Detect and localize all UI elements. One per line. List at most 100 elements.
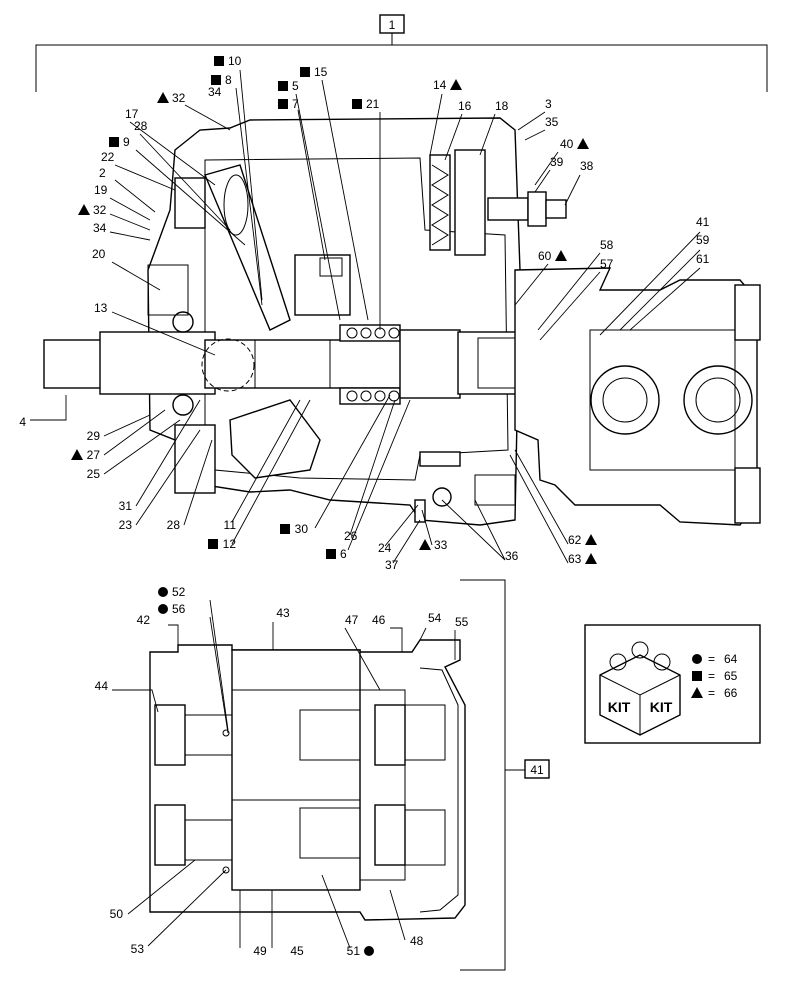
- callout-51[interactable]: 51: [347, 944, 374, 958]
- callout-number[interactable]: 58: [600, 238, 614, 252]
- callout-10[interactable]: 10: [214, 54, 242, 68]
- callout-number[interactable]: 12: [223, 537, 237, 551]
- callout-24[interactable]: 24: [378, 541, 392, 555]
- callout-number[interactable]: 27: [87, 448, 101, 462]
- callout-number[interactable]: 46: [372, 613, 386, 627]
- callout-number[interactable]: 3: [545, 97, 552, 111]
- callout-32[interactable]: 32: [157, 91, 186, 105]
- callout-27[interactable]: 27: [71, 448, 100, 462]
- callout-number[interactable]: 41: [696, 215, 710, 229]
- callout-number[interactable]: 49: [253, 944, 267, 958]
- callout-23[interactable]: 23: [119, 518, 133, 532]
- callout-56[interactable]: 56: [158, 602, 186, 616]
- callout-3[interactable]: 3: [545, 97, 552, 111]
- callout-number[interactable]: 34: [208, 85, 222, 99]
- callout-57[interactable]: 57: [600, 257, 614, 271]
- callout-number[interactable]: 60: [538, 249, 552, 263]
- callout-number[interactable]: 16: [458, 99, 472, 113]
- callout-number[interactable]: 44: [95, 679, 109, 693]
- callout-number[interactable]: 11: [224, 518, 237, 532]
- callout-9[interactable]: 9: [109, 135, 130, 149]
- callout-number[interactable]: 43: [276, 606, 290, 620]
- callout-number[interactable]: 36: [505, 549, 519, 563]
- callout-4[interactable]: 4: [19, 415, 26, 429]
- callout-13[interactable]: 13: [94, 301, 108, 315]
- callout-number[interactable]: 51: [347, 944, 361, 958]
- callout-number[interactable]: 10: [228, 54, 242, 68]
- callout-31[interactable]: 31: [119, 499, 133, 513]
- callout-21[interactable]: 21: [352, 97, 380, 111]
- callout-number[interactable]: 18: [495, 99, 509, 113]
- callout-15[interactable]: 15: [300, 65, 328, 79]
- callout-number[interactable]: 34: [93, 221, 107, 235]
- callout-number[interactable]: 8: [225, 73, 232, 87]
- callout-45[interactable]: 45: [290, 944, 304, 958]
- subassembly-number[interactable]: 41: [530, 763, 544, 777]
- callout-number[interactable]: 53: [131, 942, 145, 956]
- callout-number[interactable]: 62: [568, 533, 582, 547]
- callout-18[interactable]: 18: [495, 99, 509, 113]
- callout-28[interactable]: 28: [134, 119, 148, 133]
- callout-number[interactable]: 56: [172, 602, 186, 616]
- callout-number[interactable]: 63: [568, 552, 582, 566]
- callout-34[interactable]: 34: [93, 221, 107, 235]
- callout-5[interactable]: 5: [278, 79, 299, 93]
- callout-62[interactable]: 62: [568, 533, 597, 547]
- callout-number[interactable]: 40: [560, 137, 574, 151]
- callout-42[interactable]: 42: [137, 613, 151, 627]
- callout-29[interactable]: 29: [87, 429, 101, 443]
- callout-number[interactable]: 32: [172, 91, 186, 105]
- callout-number[interactable]: 6: [340, 547, 347, 561]
- callout-11[interactable]: 11: [224, 518, 237, 532]
- callout-number[interactable]: 55: [455, 615, 469, 629]
- callout-number[interactable]: 45: [290, 944, 304, 958]
- callout-number[interactable]: 57: [600, 257, 614, 271]
- callout-53[interactable]: 53: [131, 942, 145, 956]
- callout-43[interactable]: 43: [276, 606, 290, 620]
- callout-58[interactable]: 58: [600, 238, 614, 252]
- callout-number[interactable]: 13: [94, 301, 108, 315]
- callout-63[interactable]: 63: [568, 552, 597, 566]
- callout-47[interactable]: 47: [345, 613, 359, 627]
- callout-number[interactable]: 32: [93, 203, 107, 217]
- callout-60[interactable]: 60: [538, 249, 567, 263]
- callout-number[interactable]: 28: [134, 119, 148, 133]
- callout-55[interactable]: 55: [455, 615, 469, 629]
- callout-number[interactable]: 24: [378, 541, 392, 555]
- callout-50[interactable]: 50: [110, 907, 124, 921]
- callout-38[interactable]: 38: [580, 159, 594, 173]
- callout-6[interactable]: 6: [326, 547, 347, 561]
- callout-35[interactable]: 35: [545, 115, 559, 129]
- callout-number[interactable]: 39: [550, 155, 564, 169]
- callout-34[interactable]: 34: [208, 85, 222, 99]
- callout-number[interactable]: 15: [314, 65, 328, 79]
- callout-12[interactable]: 12: [208, 537, 236, 551]
- callout-number[interactable]: 22: [101, 150, 115, 164]
- callout-number[interactable]: 5: [292, 79, 299, 93]
- callout-number[interactable]: 17: [125, 107, 139, 121]
- callout-39[interactable]: 39: [550, 155, 564, 169]
- callout-7[interactable]: 7: [278, 97, 299, 111]
- callout-44[interactable]: 44: [95, 679, 109, 693]
- callout-40[interactable]: 40: [560, 137, 589, 151]
- callout-48[interactable]: 48: [410, 934, 424, 948]
- callout-number[interactable]: 48: [410, 934, 424, 948]
- callout-number[interactable]: 19: [94, 183, 108, 197]
- callout-number[interactable]: 14: [433, 78, 447, 92]
- callout-number[interactable]: 28: [167, 518, 181, 532]
- callout-46[interactable]: 46: [372, 613, 386, 627]
- callout-22[interactable]: 22: [101, 150, 115, 164]
- callout-number[interactable]: 29: [87, 429, 101, 443]
- callout-number[interactable]: 59: [696, 233, 710, 247]
- callout-41[interactable]: 41: [696, 215, 710, 229]
- callout-number[interactable]: 26: [344, 529, 358, 543]
- callout-number[interactable]: 20: [92, 247, 106, 261]
- callout-59[interactable]: 59: [696, 233, 710, 247]
- callout-number[interactable]: 54: [428, 611, 442, 625]
- callout-20[interactable]: 20: [92, 247, 106, 261]
- callout-number[interactable]: 23: [119, 518, 133, 532]
- callout-number[interactable]: 21: [366, 97, 380, 111]
- callout-number[interactable]: 25: [87, 467, 101, 481]
- callout-52[interactable]: 52: [158, 585, 186, 599]
- callout-17[interactable]: 17: [125, 107, 139, 121]
